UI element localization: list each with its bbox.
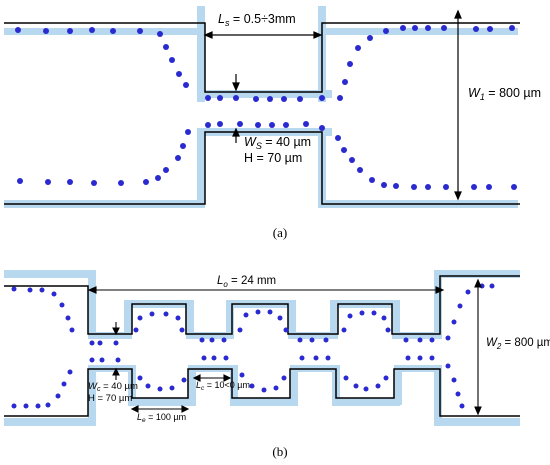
caption-a: (a) — [273, 225, 287, 240]
caption-b: (b) — [272, 444, 287, 459]
wc-label: Wc = 40 µm — [88, 381, 138, 393]
panel-b-channel-walls — [4, 270, 520, 426]
panel-b-particles — [11, 283, 495, 409]
panel-a-dimension-lines — [203, 9, 462, 201]
h-label-b: H = 70 µm — [88, 393, 132, 404]
panel-a-channel-walls — [4, 6, 518, 208]
panel-a-particles — [15, 25, 517, 190]
panel-b-channel-outline — [4, 275, 520, 417]
h-label-a: H = 70 µm — [244, 151, 302, 165]
ls-label: Ls = 0.5÷3mm — [218, 12, 296, 28]
panel-a-channel-outline — [4, 22, 520, 205]
panel-b: Lo = 24 mm W2 = 800 µm Wc = 40 µm H = 70… — [4, 270, 550, 459]
panel-a: Ls = 0.5÷3mm W1 = 800 µm WS = 40 µm H = … — [4, 6, 541, 240]
lo-label: Lo = 24 mm — [217, 275, 276, 289]
panel-b-dimension-lines — [87, 278, 482, 416]
le-label: Le = 100 µm — [137, 412, 186, 424]
w2-label: W2 = 800 µm — [486, 337, 550, 351]
w1-label: W1 = 800 µm — [468, 86, 541, 102]
lc-label: Lc = 10<0 µm — [196, 380, 250, 392]
ws-label: WS = 40 µm — [244, 135, 311, 151]
